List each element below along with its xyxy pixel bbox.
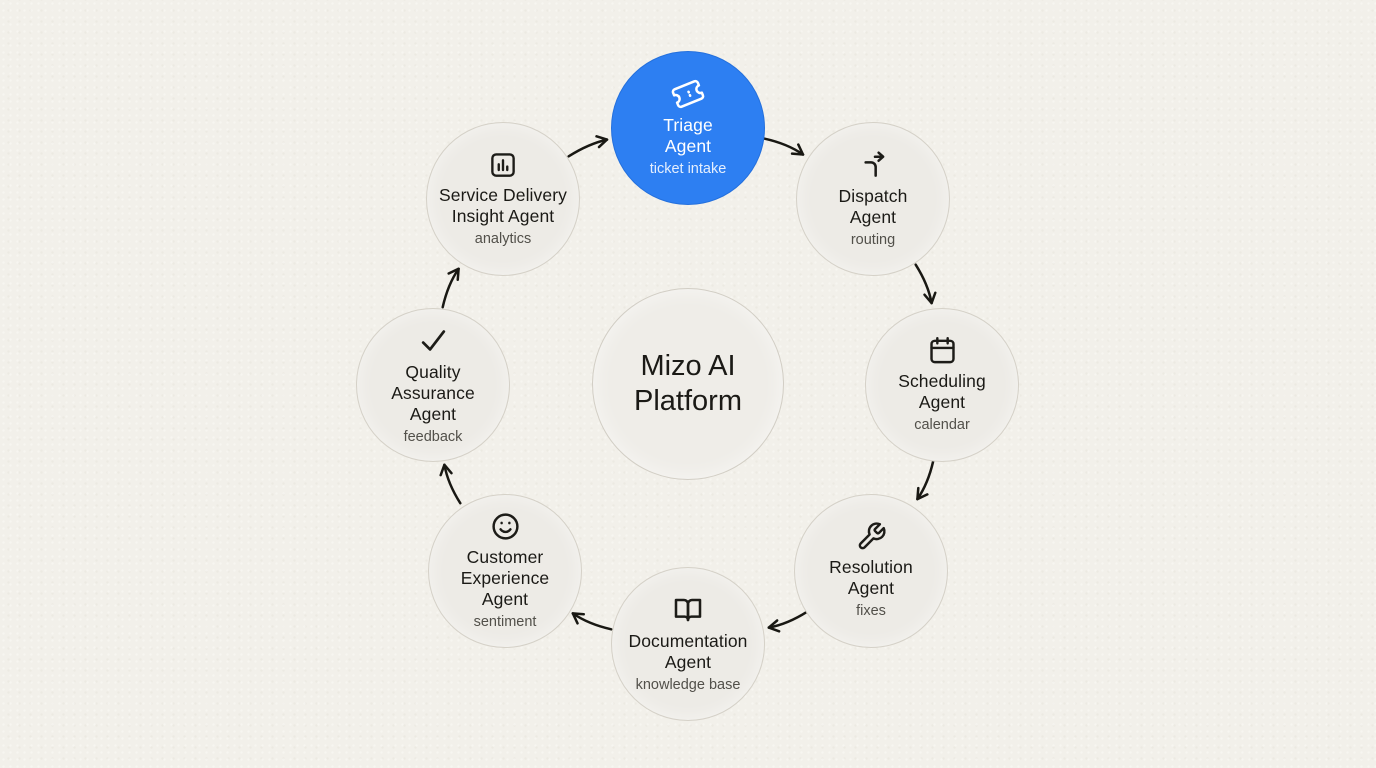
agent-subtitle: calendar (914, 417, 970, 434)
agent-name: Scheduling Agent (898, 371, 986, 413)
agent-subtitle: analytics (474, 230, 532, 247)
node-customer-experience-agent: Customer Experience Agent sentiment (428, 494, 582, 648)
arrow-resolution-to-documentation (767, 610, 809, 633)
arrow-customer-to-quality (439, 463, 462, 505)
node-service-delivery-insight-agent: Service Delivery Insight Agent analytics (426, 122, 580, 276)
bar-chart-icon (488, 150, 518, 180)
agent-name: Triage Agent (663, 114, 713, 156)
agent-subtitle: fixes (856, 603, 886, 620)
agent-subtitle: feedback (403, 428, 463, 445)
center-hub: Mizo AI Platform (592, 288, 784, 480)
arrow-quality-to-insight (441, 267, 460, 309)
agent-name: Customer Experience Agent (460, 546, 550, 609)
node-quality-assurance-agent: Quality Assurance Agent feedback (356, 308, 510, 462)
node-triage-agent: Triage Agent ticket intake (611, 51, 765, 205)
book-open-icon (672, 594, 704, 626)
agent-name: Service Delivery Insight Agent (438, 184, 568, 226)
wrench-icon (856, 521, 887, 552)
ticket-icon (671, 78, 705, 110)
node-resolution-agent: Resolution Agent fixes (794, 494, 948, 648)
calendar-icon (927, 335, 958, 366)
agent-subtitle: sentiment (473, 613, 537, 630)
node-documentation-agent: Documentation Agent knowledge base (611, 567, 765, 721)
node-dispatch-agent: Dispatch Agent routing (796, 122, 950, 276)
agent-subtitle: knowledge base (635, 676, 741, 693)
agent-name: Resolution Agent (829, 557, 913, 599)
arrow-triage-to-dispatch (763, 137, 805, 156)
arrow-scheduling-to-resolution (916, 459, 935, 501)
arrow-dispatch-to-scheduling (914, 263, 937, 305)
arrow-insight-to-triage (567, 135, 609, 158)
smile-icon (490, 511, 521, 542)
agent-name: Documentation Agent (628, 630, 748, 672)
check-icon (417, 324, 450, 357)
agent-name: Quality Assurance Agent (391, 361, 475, 424)
agent-name: Dispatch Agent (838, 185, 908, 227)
agent-subtitle: ticket intake (649, 160, 727, 177)
arrow-documentation-to-customer (571, 612, 613, 631)
platform-title: Mizo AI Platform (634, 349, 742, 417)
node-scheduling-agent: Scheduling Agent calendar (865, 308, 1019, 462)
route-icon (857, 149, 889, 181)
agent-subtitle: routing (850, 231, 896, 248)
